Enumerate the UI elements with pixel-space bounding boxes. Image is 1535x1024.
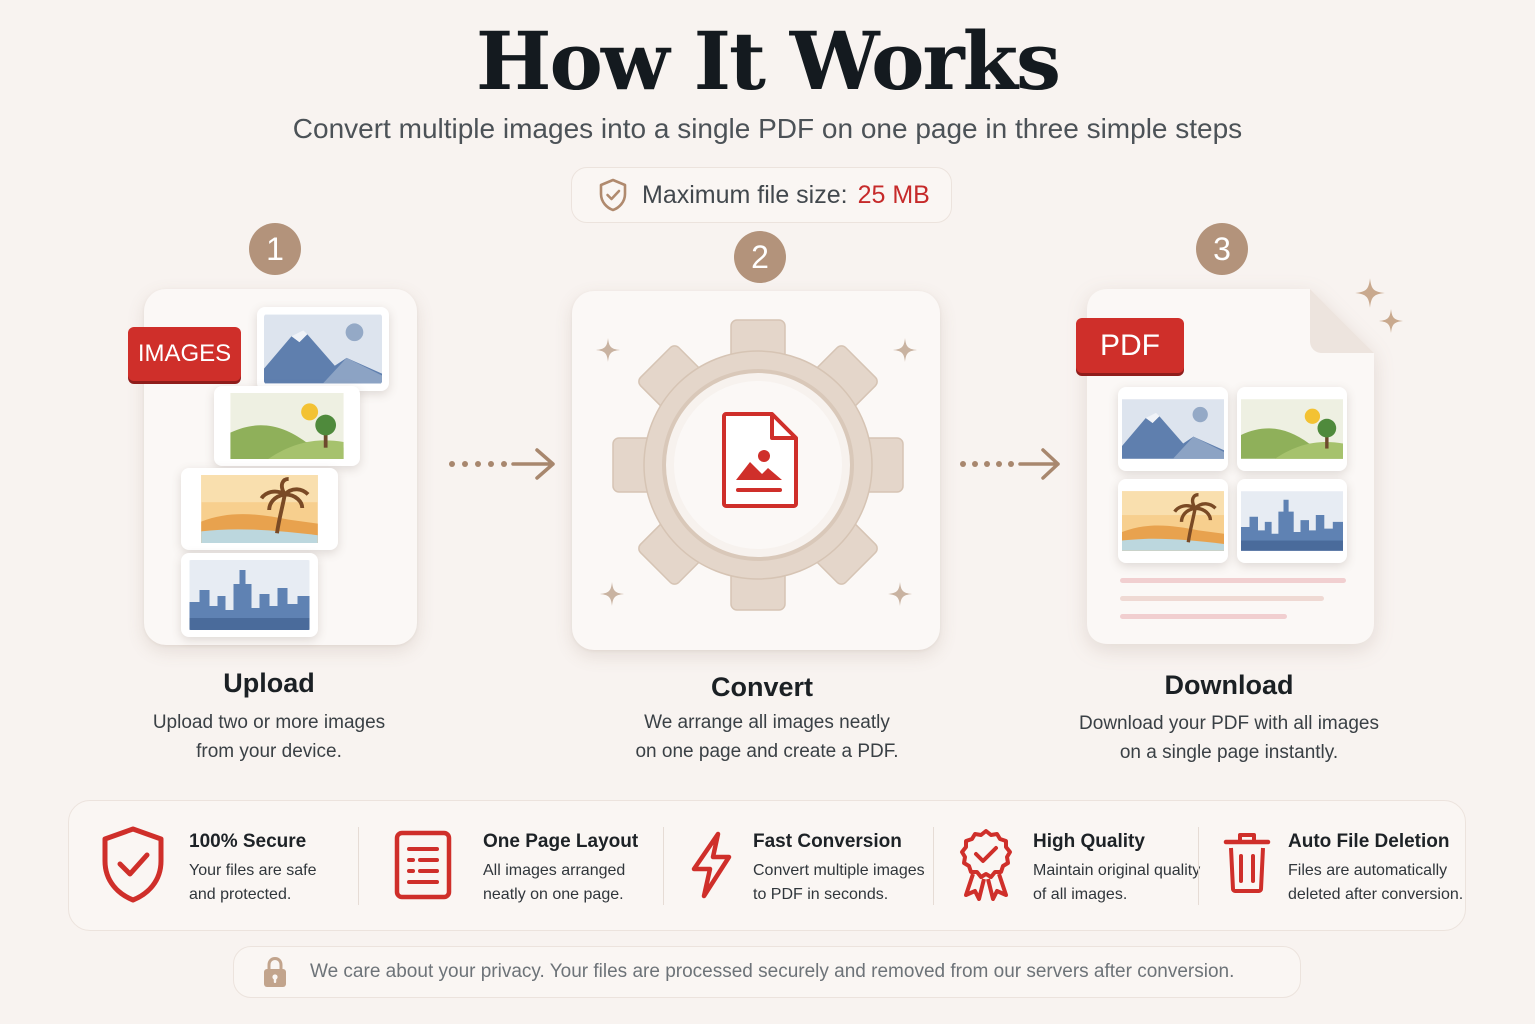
sparkle-icon xyxy=(1355,278,1385,308)
hills-image-thumb xyxy=(1237,387,1347,471)
step-1-title: Upload xyxy=(223,668,315,698)
text-line xyxy=(1120,596,1324,601)
feature-description: Convert multiple images to PDF in second… xyxy=(753,859,925,907)
feature-title: One Page Layout xyxy=(483,831,639,852)
step-3-badge: 3 xyxy=(1196,223,1248,275)
feature-desc-line: All images arranged xyxy=(483,862,626,879)
step-3-desc-line: on a single page instantly. xyxy=(1119,742,1339,763)
sparkle-icon xyxy=(600,582,624,606)
privacy-note: We care about your privacy. Your files a… xyxy=(233,946,1301,998)
mountain-image-icon xyxy=(264,314,382,384)
page-title: How It Works xyxy=(475,14,1061,108)
step-1-desc-line: Upload two or more images xyxy=(152,712,386,733)
hills-image-thumb xyxy=(214,386,360,466)
beach-image-thumb xyxy=(1118,479,1228,563)
arrow-right-icon xyxy=(449,448,555,480)
step-1-desc-line: from your device. xyxy=(196,741,342,762)
text-line xyxy=(1120,578,1346,583)
step-3-title: Download xyxy=(1164,670,1294,700)
arrow-right-icon xyxy=(960,448,1060,480)
feature-desc-line: neatly on one page. xyxy=(483,886,624,903)
feature-title: High Quality xyxy=(1033,831,1145,852)
hills-image-icon xyxy=(1241,391,1343,467)
file-size-value: 25 MB xyxy=(857,180,930,209)
file-size-label: Maximum file size: xyxy=(642,180,848,209)
feature-desc-line: deleted after conversion. xyxy=(1288,886,1464,903)
feature-divider xyxy=(358,827,359,905)
feature-desc-line: Your files are safe xyxy=(189,862,317,879)
feature-one-page: One Page Layout All images arranged neat… xyxy=(359,801,664,932)
sparkle-icon xyxy=(893,338,917,362)
shield-check-icon xyxy=(599,178,627,212)
feature-title: Auto File Deletion xyxy=(1288,831,1450,852)
city-image-icon xyxy=(1241,483,1343,559)
step-2-title: Convert xyxy=(710,672,813,702)
feature-description: Maintain original quality of all images. xyxy=(1033,859,1200,907)
trash-icon xyxy=(1223,833,1271,893)
privacy-text: We care about your privacy. Your files a… xyxy=(310,961,1235,982)
shield-check-icon xyxy=(102,826,164,903)
sparkle-icon xyxy=(888,582,912,606)
step-3-desc-line: Download your PDF with all images xyxy=(1079,713,1379,734)
feature-description: Files are automatically deleted after co… xyxy=(1288,859,1463,907)
pdf-file-icon xyxy=(722,412,798,508)
award-ribbon-icon xyxy=(960,829,1012,901)
mountain-image-thumb xyxy=(257,307,389,391)
feature-desc-line: Maintain original quality xyxy=(1033,862,1201,879)
beach-image-icon xyxy=(188,475,331,543)
city-image-icon xyxy=(188,560,311,630)
feature-description: All images arranged neatly on one page. xyxy=(483,859,625,907)
feature-fast: Fast Conversion Convert multiple images … xyxy=(664,801,934,932)
beach-image-thumb xyxy=(181,468,338,550)
lightning-icon xyxy=(691,831,732,899)
city-image-thumb xyxy=(1237,479,1347,563)
step-2-badge: 2 xyxy=(734,231,786,283)
feature-divider xyxy=(663,827,664,905)
mountain-image-thumb xyxy=(1118,387,1228,471)
hills-image-icon xyxy=(221,393,353,459)
mountain-image-icon xyxy=(1122,391,1224,467)
feature-desc-line: Convert multiple images xyxy=(753,862,925,879)
sparkle-icon xyxy=(1379,309,1403,333)
feature-desc-line: Files are automatically xyxy=(1288,862,1448,879)
step-1-badge: 1 xyxy=(249,223,301,275)
feature-title: Fast Conversion xyxy=(753,831,902,852)
feature-title: 100% Secure xyxy=(189,831,307,852)
step-2-desc-line: on one page and create a PDF. xyxy=(635,741,899,762)
file-size-limit: Maximum file size: 25 MB xyxy=(571,167,952,223)
feature-auto-delete: Auto File Deletion Files are automatical… xyxy=(1199,801,1465,932)
city-image-thumb xyxy=(181,553,318,637)
features-bar: 100% Secure Your files are safe and prot… xyxy=(68,800,1466,931)
sparkle-icon xyxy=(596,338,620,362)
step-3-description: Download your PDF with all images on a s… xyxy=(1054,709,1404,767)
text-line xyxy=(1120,614,1287,619)
step-2-desc-line: We arrange all images neatly xyxy=(644,712,890,733)
feature-quality: High Quality Maintain original quality o… xyxy=(934,801,1200,932)
feature-desc-line: to PDF in seconds. xyxy=(753,886,889,903)
feature-secure: 100% Secure Your files are safe and prot… xyxy=(69,801,359,932)
page-subtitle: Convert multiple images into a single PD… xyxy=(292,113,1243,144)
lock-icon xyxy=(264,956,286,987)
document-lines-icon xyxy=(394,830,452,900)
pdf-tag: PDF xyxy=(1076,318,1184,373)
step-2-description: We arrange all images neatly on one page… xyxy=(592,708,942,766)
step-1-description: Upload two or more images from your devi… xyxy=(119,708,419,766)
feature-divider xyxy=(1198,827,1199,905)
images-tag: IMAGES xyxy=(128,327,241,381)
feature-description: Your files are safe and protected. xyxy=(189,859,316,907)
feature-divider xyxy=(933,827,934,905)
feature-desc-line: and protected. xyxy=(189,886,292,903)
feature-desc-line: of all images. xyxy=(1033,886,1128,903)
beach-image-icon xyxy=(1122,483,1224,559)
